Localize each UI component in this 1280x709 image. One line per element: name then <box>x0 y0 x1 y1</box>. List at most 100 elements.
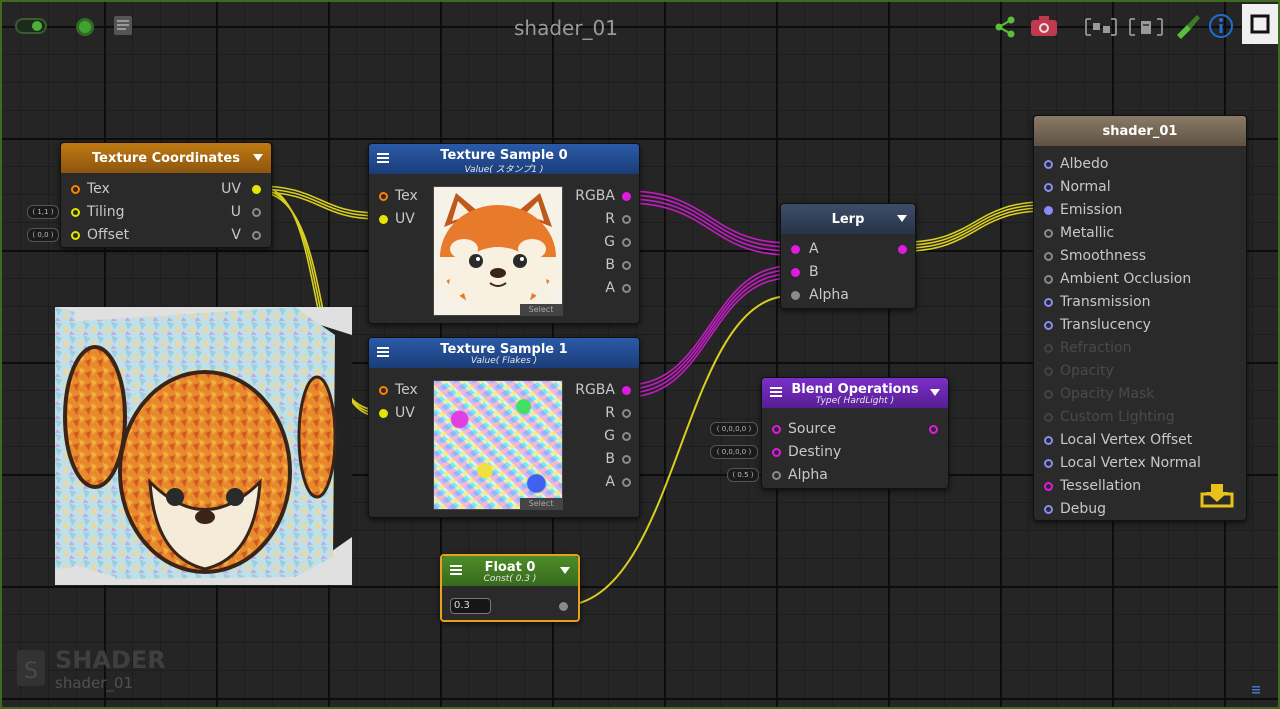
float-value-field[interactable]: 0.3 <box>450 598 491 614</box>
texture-coordinates-node[interactable]: Texture Coordinates Tex Tiling Offset UV… <box>60 142 272 248</box>
options-icon[interactable] <box>110 12 136 38</box>
select-texture-button[interactable]: Select <box>520 304 562 315</box>
output-port-b[interactable] <box>622 455 631 464</box>
port-label-opacity: Opacity <box>1060 363 1114 379</box>
maximize-icon[interactable] <box>1242 4 1278 44</box>
share-icon[interactable] <box>992 14 1018 40</box>
compile-icon[interactable] <box>72 14 98 40</box>
texture-preview-flakes[interactable]: Select <box>433 380 563 510</box>
output-port-r[interactable] <box>622 409 631 418</box>
input-port-alpha[interactable] <box>791 291 800 300</box>
source-value[interactable]: ( 0,0,0,0 ) <box>710 422 758 436</box>
menu-lines-icon[interactable] <box>1252 680 1262 694</box>
input-port-transmission[interactable] <box>1044 298 1053 307</box>
port-label-alpha: Alpha <box>809 287 849 303</box>
lerp-node[interactable]: Lerp A B Alpha <box>780 203 916 309</box>
input-port-a[interactable] <box>791 245 800 254</box>
node-header[interactable]: Blend Operations Type( HardLight ) <box>762 378 948 408</box>
output-port-uv[interactable] <box>252 185 261 194</box>
wire-uv-tex1 <box>257 185 379 417</box>
port-label-albedo: Albedo <box>1060 156 1109 172</box>
output-port-g[interactable] <box>622 238 631 247</box>
input-port-refraction[interactable] <box>1044 344 1053 353</box>
input-port-source[interactable] <box>772 425 781 434</box>
input-port-alpha[interactable] <box>772 471 781 480</box>
input-port-emission[interactable] <box>1044 206 1053 215</box>
select-texture-button[interactable]: Select <box>520 498 562 509</box>
node-header[interactable]: Lerp <box>781 204 915 234</box>
live-mode-icon[interactable] <box>12 14 52 38</box>
alpha-value[interactable]: ( 0.5 ) <box>727 468 759 482</box>
output-port[interactable] <box>898 245 907 254</box>
menu-icon[interactable] <box>377 347 389 359</box>
input-port-offset[interactable] <box>71 231 80 240</box>
input-port-custom-lighting[interactable] <box>1044 413 1053 422</box>
output-port-a[interactable] <box>622 284 631 293</box>
node-subtitle: Value( スタンプ1 ) <box>464 165 544 175</box>
input-port-albedo[interactable] <box>1044 160 1053 169</box>
clean-unused-icon[interactable] <box>1172 12 1202 40</box>
output-port[interactable] <box>929 425 938 434</box>
input-port-ambient-occlusion[interactable] <box>1044 275 1053 284</box>
screenshot-icon[interactable] <box>1028 12 1060 40</box>
node-header[interactable]: shader_01 <box>1034 116 1246 146</box>
float-0-node[interactable]: Float 0 Const( 0.3 ) 0.3 <box>440 554 580 622</box>
blend-operations-node[interactable]: Blend Operations Type( HardLight ) Sourc… <box>761 377 949 489</box>
chevron-down-icon[interactable] <box>897 215 907 222</box>
output-port-u[interactable] <box>252 208 261 217</box>
destiny-value[interactable]: ( 0,0,0,0 ) <box>710 445 758 459</box>
texture-sample-1-node[interactable]: Texture Sample 1 Value( Flakes ) Tex UV … <box>368 337 640 518</box>
input-port-local-vertex-offset[interactable] <box>1044 436 1053 445</box>
output-port-g[interactable] <box>622 432 631 441</box>
input-port-opacity[interactable] <box>1044 367 1053 376</box>
input-port-local-vertex-normal[interactable] <box>1044 459 1053 468</box>
input-port-opacity-mask[interactable] <box>1044 390 1053 399</box>
input-port-translucency[interactable] <box>1044 321 1053 330</box>
output-port-v[interactable] <box>252 231 261 240</box>
input-port-tex[interactable] <box>379 386 388 395</box>
menu-icon[interactable] <box>450 565 462 577</box>
offset-value[interactable]: ( 0,0 ) <box>27 228 59 242</box>
menu-icon[interactable] <box>377 153 389 165</box>
port-label-g: G <box>604 234 615 250</box>
output-port-r[interactable] <box>622 215 631 224</box>
node-header[interactable]: Float 0 Const( 0.3 ) <box>442 556 578 586</box>
input-port-smoothness[interactable] <box>1044 252 1053 261</box>
input-port-debug[interactable] <box>1044 505 1053 514</box>
output-port-b[interactable] <box>622 261 631 270</box>
port-label-tex: Tex <box>395 382 418 398</box>
texture-sample-0-node[interactable]: Texture Sample 0 Value( スタンプ1 ) Tex UV S… <box>368 143 640 324</box>
tiling-value[interactable]: ( 1,1 ) <box>27 205 59 219</box>
input-port-b[interactable] <box>791 268 800 277</box>
input-port-uv[interactable] <box>379 409 388 418</box>
node-header[interactable]: Texture Coordinates <box>61 143 271 173</box>
input-port-tex[interactable] <box>71 185 80 194</box>
port-label-opacity-mask: Opacity Mask <box>1060 386 1155 402</box>
texture-preview-redpanda[interactable]: Select <box>433 186 563 316</box>
focus-master-icon[interactable] <box>1126 14 1166 40</box>
input-port-tiling[interactable] <box>71 208 80 217</box>
help-icon[interactable] <box>1206 12 1236 40</box>
save-icon[interactable] <box>1200 480 1234 510</box>
input-port-tessellation[interactable] <box>1044 482 1053 491</box>
chevron-down-icon[interactable] <box>930 389 940 396</box>
input-port-uv[interactable] <box>379 215 388 224</box>
input-port-tex[interactable] <box>379 192 388 201</box>
input-port-normal[interactable] <box>1044 183 1053 192</box>
chevron-down-icon[interactable] <box>560 567 570 574</box>
output-port-rgba[interactable] <box>622 192 631 201</box>
output-port[interactable] <box>559 602 568 611</box>
output-port-rgba[interactable] <box>622 386 631 395</box>
output-port-a[interactable] <box>622 478 631 487</box>
preview-viewport[interactable] <box>55 307 352 585</box>
input-port-destiny[interactable] <box>772 448 781 457</box>
node-header[interactable]: Texture Sample 1 Value( Flakes ) <box>369 338 639 368</box>
node-header[interactable]: Texture Sample 0 Value( スタンプ1 ) <box>369 144 639 175</box>
port-label-emission: Emission <box>1060 202 1123 218</box>
port-label-uv: UV <box>395 211 415 227</box>
focus-node-icon[interactable] <box>1082 14 1120 40</box>
input-port-metallic[interactable] <box>1044 229 1053 238</box>
menu-icon[interactable] <box>770 387 782 399</box>
chevron-down-icon[interactable] <box>253 154 263 161</box>
